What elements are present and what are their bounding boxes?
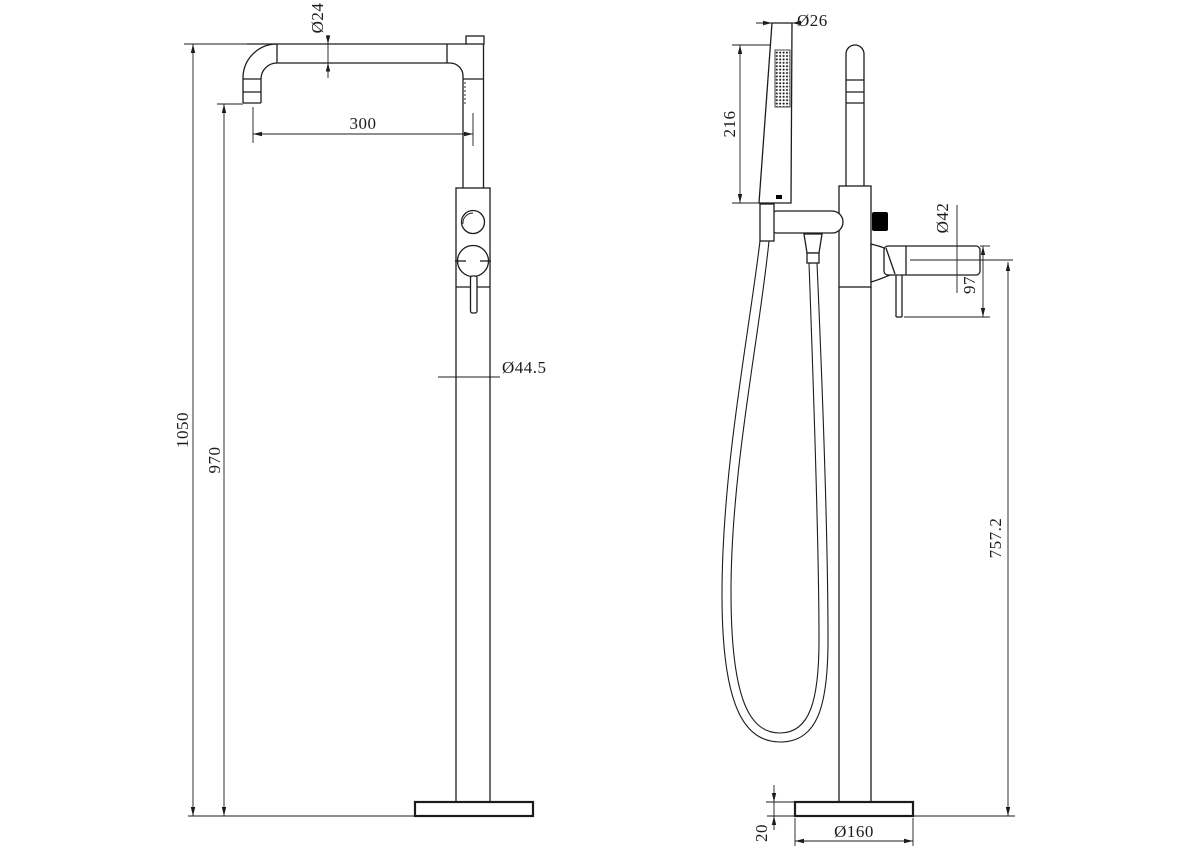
spout-nozzle [242, 78, 262, 104]
dim-mixer-diameter: Ø42 [933, 203, 958, 293]
dim-handshower-length: 216 [720, 44, 770, 204]
riser-tube [462, 35, 485, 188]
hand-shower-wand [758, 22, 793, 204]
diverter-arc-mark [462, 212, 474, 225]
dim-label-column-diameter: Ø44.5 [502, 358, 547, 377]
dim-label-spout-reach: 300 [350, 114, 377, 133]
dim-base-thickness: 20 [752, 785, 795, 842]
shower-hose [721, 240, 829, 743]
dim-mixer-drop: 97 [904, 245, 990, 318]
dim-total-height: 1050 [173, 43, 247, 816]
lever-handle [469, 275, 478, 314]
dim-label-total-height: 1050 [173, 412, 192, 448]
side-lever-handle [895, 275, 903, 318]
dim-label-spout-diameter: Ø24 [308, 3, 327, 34]
diverter-knob [460, 209, 486, 235]
dim-outlet-height: 970 [205, 103, 243, 816]
front-view: Ø24 300 1050 970 [173, 3, 547, 818]
dim-base-diameter: Ø160 [794, 818, 914, 846]
side-base-plate [767, 800, 1015, 818]
dim-spout-diameter: Ø24 [308, 3, 331, 78]
dim-spout-reach: 300 [252, 107, 474, 146]
mixer-housing [870, 243, 1013, 318]
side-diverter-knob [872, 212, 888, 231]
dim-handshower-diameter: Ø26 [756, 11, 828, 30]
dim-label-base-diameter: Ø160 [834, 822, 874, 841]
wand-logo-mark [776, 195, 782, 199]
side-view: Ø26 216 Ø42 97 [720, 11, 1015, 846]
dim-label-mixer-drop: 97 [960, 276, 979, 294]
wand-hose-nut [759, 203, 775, 242]
hose-connector-nut [803, 233, 823, 254]
spray-face [774, 49, 791, 108]
handshower-holder [759, 203, 844, 264]
dim-outlet-center-height: 757.2 [986, 262, 1011, 816]
front-base-plate [188, 800, 535, 818]
dim-label-base-thickness: 20 [752, 824, 771, 842]
side-riser-pipe [845, 44, 865, 186]
dim-column-diameter: Ø44.5 [438, 358, 547, 378]
side-body-column [838, 185, 872, 802]
valve-body [455, 187, 491, 803]
dim-label-outlet-center-height: 757.2 [986, 518, 1005, 559]
dim-label-handshower-length: 216 [720, 111, 739, 138]
dim-label-mixer-diameter: Ø42 [933, 203, 952, 234]
dim-label-outlet-height: 970 [205, 447, 224, 474]
spout-tube [242, 43, 466, 80]
dim-label-handshower-diameter: Ø26 [797, 11, 828, 30]
